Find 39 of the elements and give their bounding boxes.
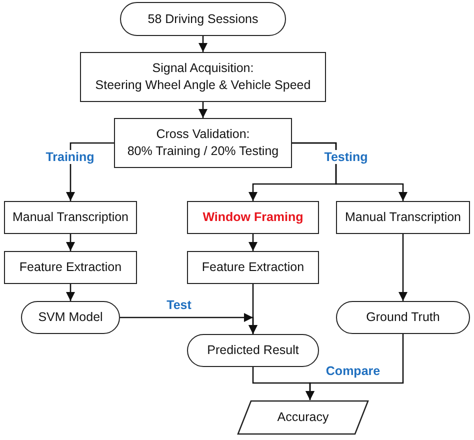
rounded-box: [120, 2, 286, 36]
node-text: Predicted Result: [207, 342, 299, 359]
node-text: Manual Transcription: [344, 209, 462, 226]
edge-label: Testing: [322, 150, 370, 164]
process-box: [187, 251, 319, 284]
node-text: Window Framing: [202, 209, 304, 226]
arrow: [306, 334, 404, 400]
process-box: [187, 201, 319, 234]
rounded-box: [21, 301, 120, 334]
arrow: [248, 234, 258, 251]
edge-label: Training: [44, 150, 96, 164]
rounded-box: [336, 301, 470, 334]
process-box: [114, 118, 292, 168]
node-text: 58 Driving Sessions: [148, 10, 258, 28]
arrow: [198, 36, 208, 52]
edge-label: Test: [164, 298, 194, 312]
node-text: 80% Training / 20% Testing: [127, 143, 279, 160]
node-text: Feature Extraction: [202, 259, 304, 276]
node-text: Feature Extraction: [19, 259, 122, 276]
node-text: SVM Model: [38, 309, 103, 326]
arrow: [66, 234, 75, 251]
data-parallelogram: [237, 400, 369, 435]
arrow: [66, 284, 75, 301]
node-text: Manual Transcription: [12, 209, 129, 226]
node-text: Steering Wheel Angle & Vehicle Speed: [95, 77, 311, 94]
arrow: [292, 142, 408, 201]
process-box: [80, 52, 326, 102]
arrow: [198, 102, 208, 118]
edge-label: Compare: [324, 364, 382, 378]
arrow: [120, 313, 258, 334]
process-box: [336, 201, 470, 234]
process-box: [4, 201, 137, 234]
node-text: Accuracy: [277, 409, 329, 426]
node-text: Signal Acquisition:: [152, 60, 254, 77]
node-text: Cross Validation:: [156, 126, 250, 143]
rounded-box: [187, 334, 319, 367]
process-box: [4, 251, 137, 284]
arrow: [398, 234, 408, 301]
node-text: Ground Truth: [366, 309, 440, 326]
